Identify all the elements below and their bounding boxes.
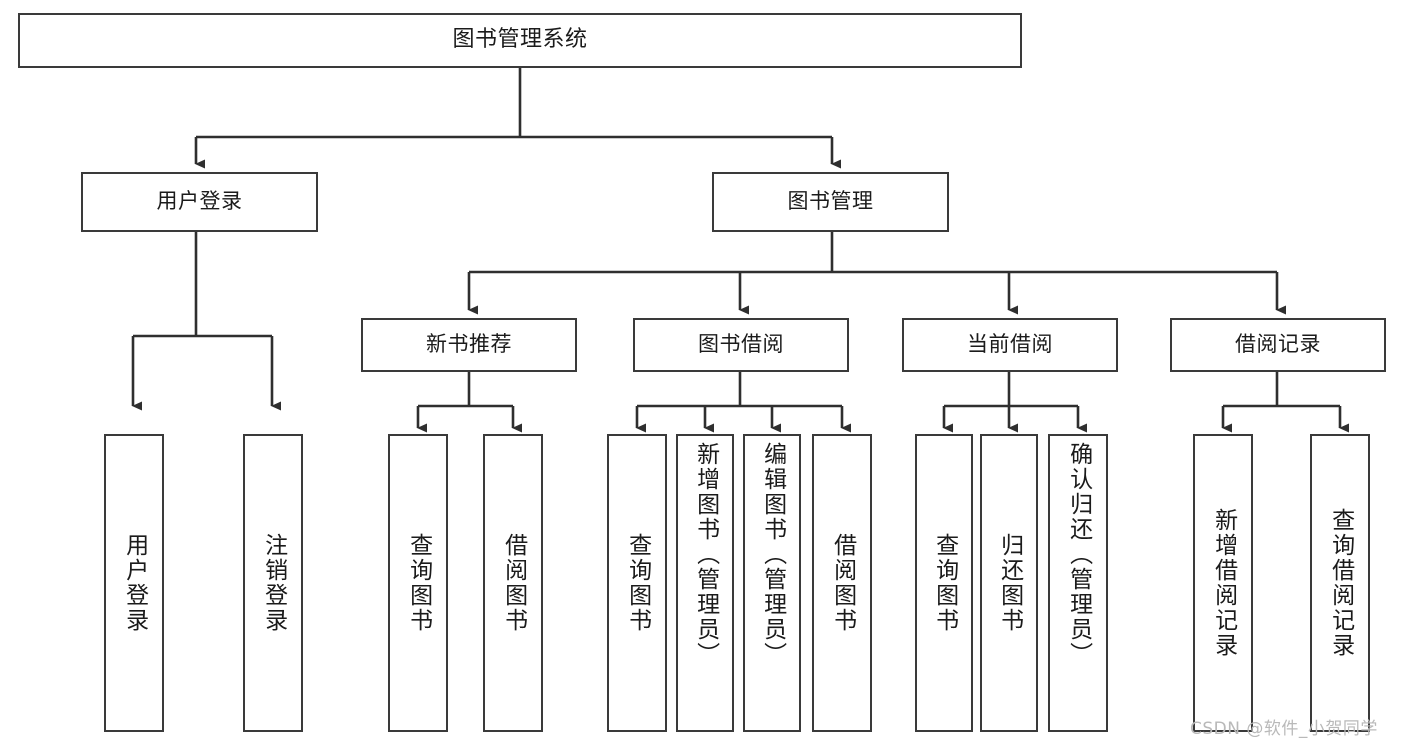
leaf-current-confirm-return-admin[interactable]: 确认归还（管理员） [1048, 434, 1108, 732]
node-label: 借阅图书 [829, 533, 856, 633]
leaf-user-logout[interactable]: 注销登录 [243, 434, 303, 732]
node-label: 图书管理 [787, 189, 874, 214]
node-label: 查询图书 [405, 533, 432, 633]
node-label: 确认归还（管理员） [1065, 442, 1092, 667]
node-label: 图书管理系统 [452, 27, 588, 53]
leaf-borrow-add-book-admin[interactable]: 新增图书（管理员） [676, 434, 734, 732]
node-label: 查询图书 [624, 533, 651, 633]
node-label: 当前借阅 [967, 332, 1053, 357]
node-book-borrow[interactable]: 图书借阅 [633, 318, 849, 372]
leaf-record-add-record[interactable]: 新增借阅记录 [1193, 434, 1253, 732]
node-label: 借阅记录 [1235, 332, 1321, 357]
node-label: 借阅图书 [500, 533, 527, 633]
node-label: 查询借阅记录 [1327, 508, 1354, 658]
leaf-current-query-book[interactable]: 查询图书 [915, 434, 973, 732]
node-label: 注销登录 [260, 533, 287, 633]
leaf-record-query-record[interactable]: 查询借阅记录 [1310, 434, 1370, 732]
leaf-borrow-borrow-book[interactable]: 借阅图书 [812, 434, 872, 732]
leaf-current-return-book[interactable]: 归还图书 [980, 434, 1038, 732]
node-label: 新书推荐 [426, 332, 512, 357]
node-user-login[interactable]: 用户登录 [81, 172, 318, 232]
leaf-user-login[interactable]: 用户登录 [104, 434, 164, 732]
leaf-recommend-borrow-book[interactable]: 借阅图书 [483, 434, 543, 732]
node-label: 图书借阅 [698, 332, 784, 357]
node-label: 归还图书 [996, 533, 1023, 633]
node-label: 新增图书（管理员） [692, 442, 719, 667]
watermark-text: CSDN @软件_小贺同学 [1190, 719, 1378, 739]
node-label: 新增借阅记录 [1210, 508, 1237, 658]
node-borrow-record[interactable]: 借阅记录 [1170, 318, 1386, 372]
node-book-management[interactable]: 图书管理 [712, 172, 949, 232]
leaf-recommend-query-book[interactable]: 查询图书 [388, 434, 448, 732]
leaf-borrow-query-book[interactable]: 查询图书 [607, 434, 667, 732]
node-root-system[interactable]: 图书管理系统 [18, 13, 1022, 68]
node-label: 查询图书 [931, 533, 958, 633]
node-label: 用户登录 [156, 189, 243, 214]
leaf-borrow-edit-book-admin[interactable]: 编辑图书（管理员） [743, 434, 801, 732]
node-label: 用户登录 [121, 533, 148, 633]
node-label: 编辑图书（管理员） [759, 442, 786, 667]
node-new-book-recommend[interactable]: 新书推荐 [361, 318, 577, 372]
node-current-borrow[interactable]: 当前借阅 [902, 318, 1118, 372]
